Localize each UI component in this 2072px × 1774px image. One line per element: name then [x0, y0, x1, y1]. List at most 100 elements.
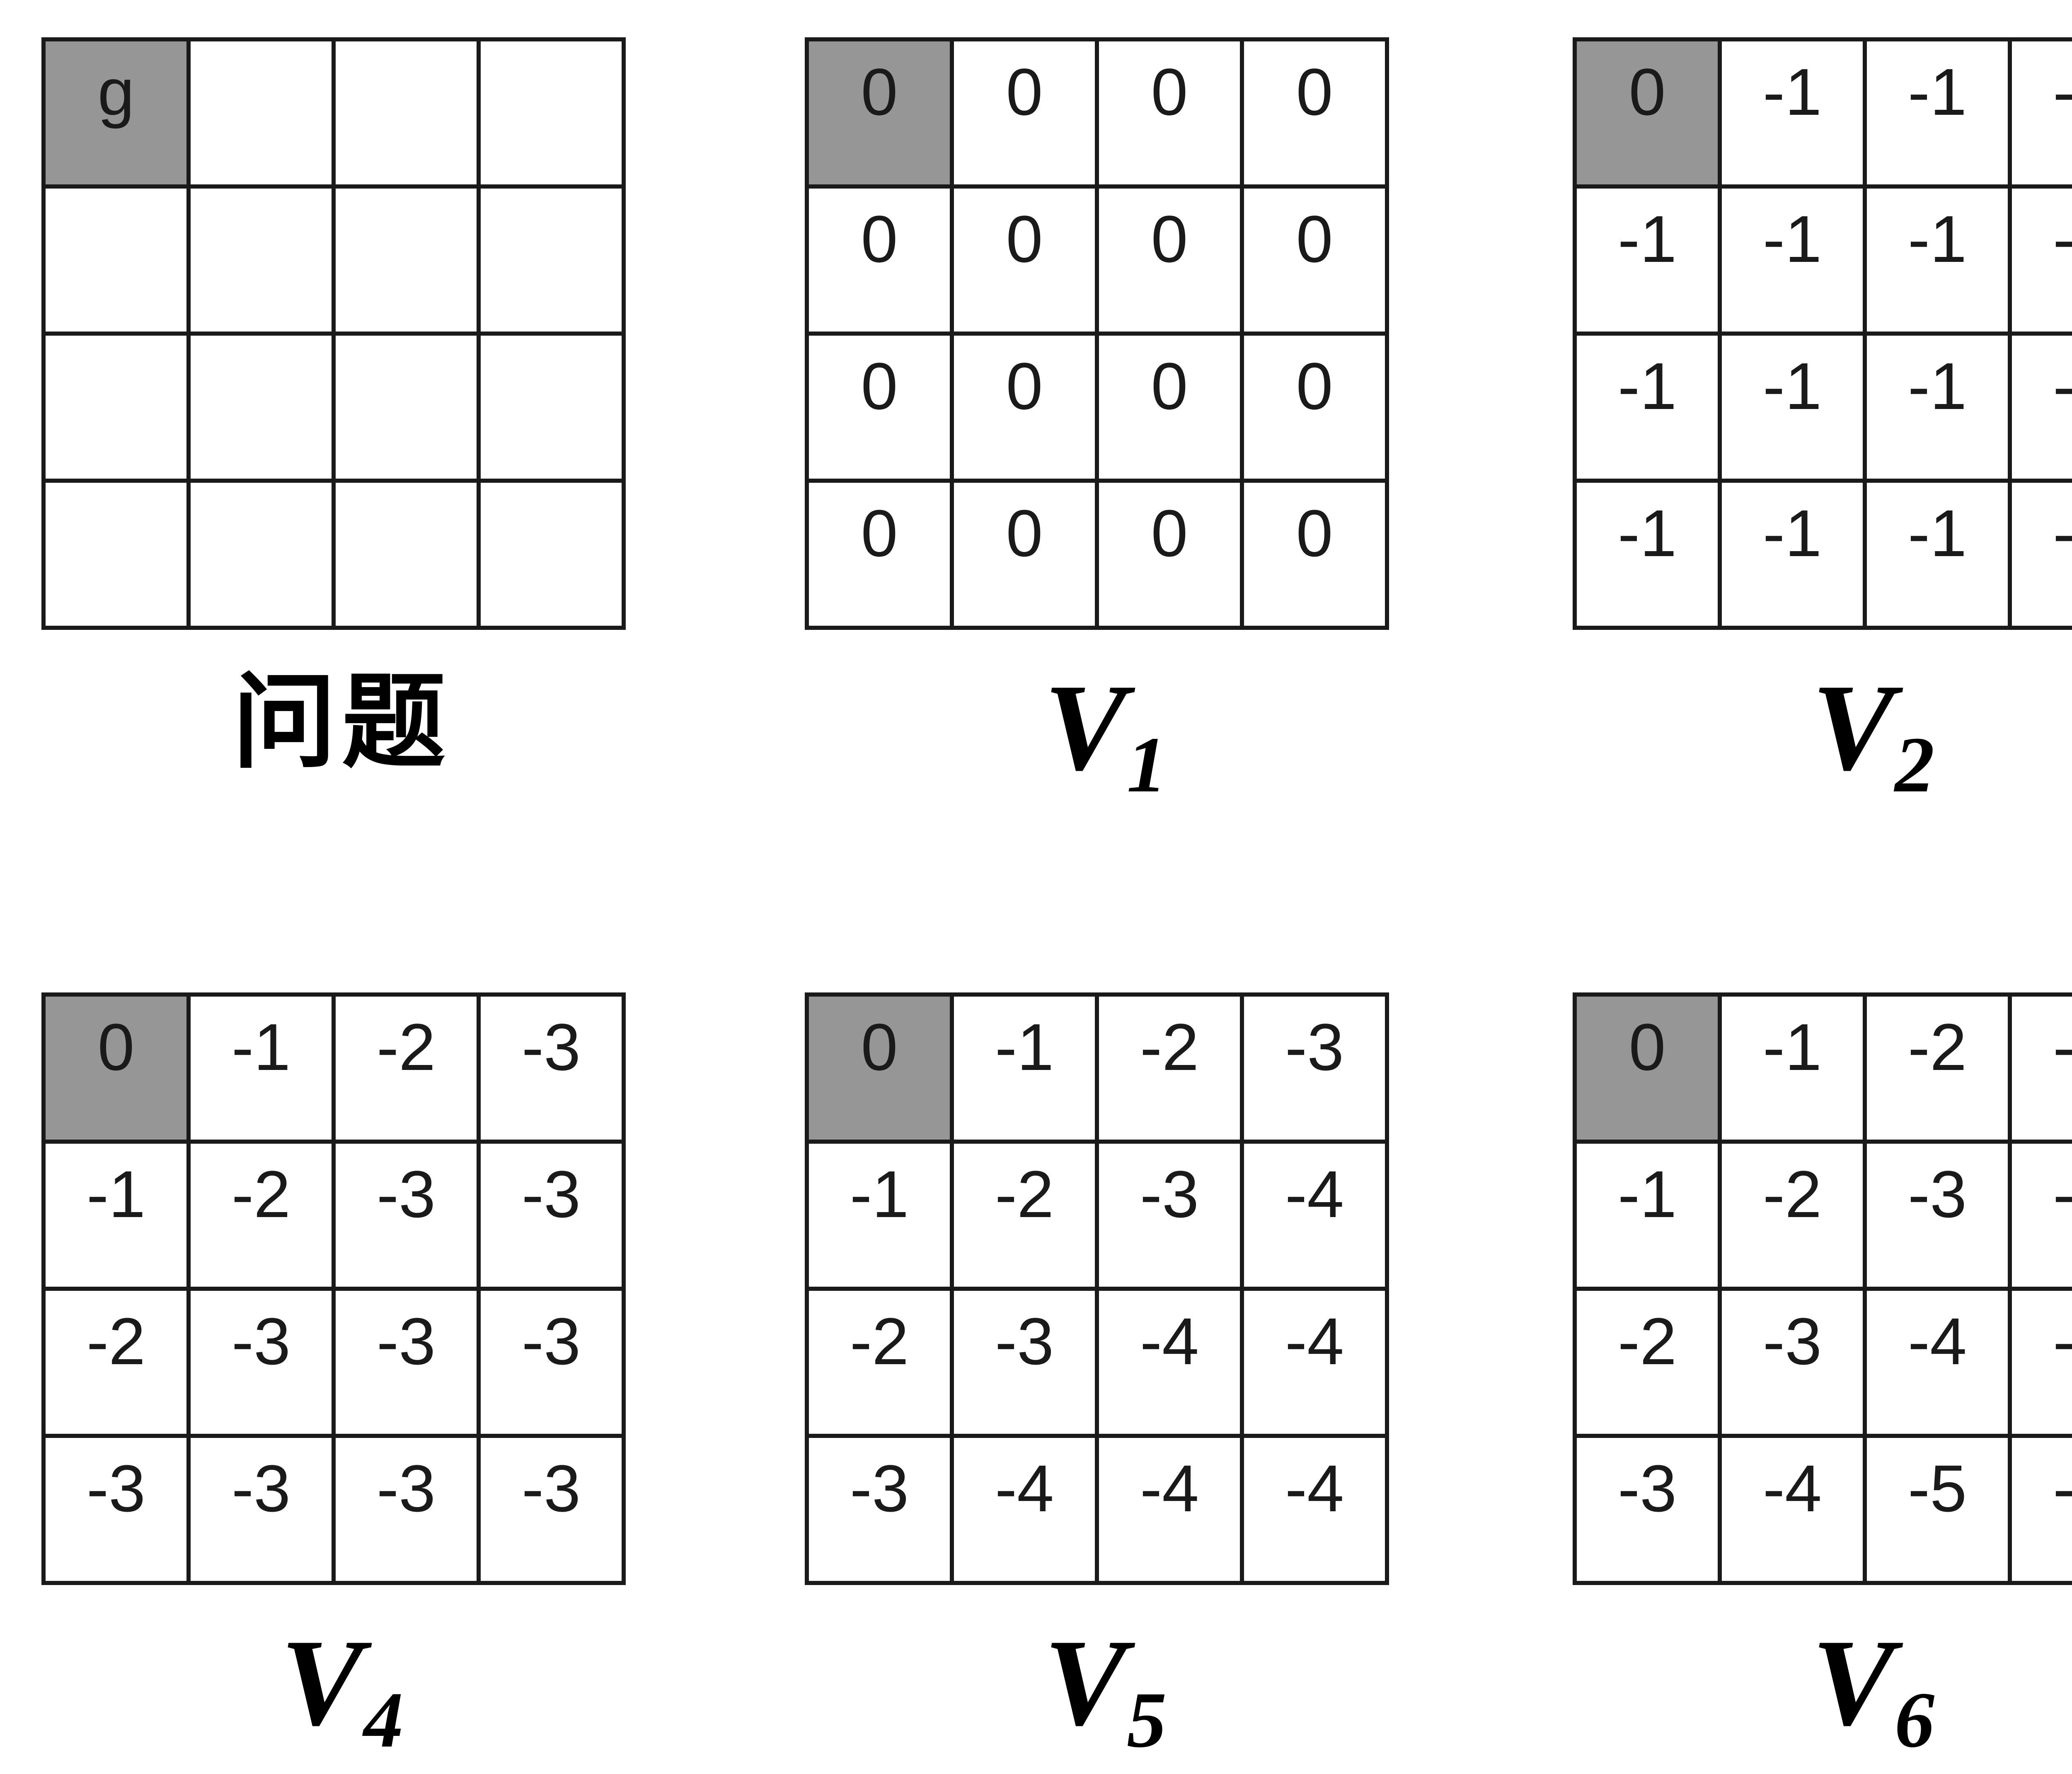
- grid-cell: -2: [186, 1140, 336, 1291]
- goal-cell: 0: [41, 992, 191, 1144]
- panel-v4: 0-1-2-3-1-2-3-3-2-3-3-3-3-3-3-3 V4: [41, 992, 642, 1759]
- grid-cell: -1: [1718, 479, 1867, 630]
- grid-label-v2: V2: [1573, 659, 2072, 804]
- v-label-subscript: 5: [1127, 1675, 1167, 1764]
- grid-row: -1-1-1-1: [1573, 184, 2072, 336]
- grid-cell: [332, 37, 481, 189]
- grid-label-v4: V4: [41, 1614, 642, 1759]
- grid-cell: [186, 332, 336, 483]
- grid-row: -1-2-3-4: [805, 1140, 1389, 1291]
- grid-row: -1-2-3-3: [41, 1140, 626, 1291]
- grid-cell: -3: [477, 992, 626, 1144]
- grid-cell: -3: [1718, 1287, 1867, 1438]
- grid-cell: -1: [2008, 479, 2072, 630]
- grid-label-v6: V6: [1573, 1614, 2072, 1759]
- grid-cell: -3: [186, 1434, 336, 1585]
- grid-cell: 0: [1095, 184, 1244, 336]
- grid-cell: -1: [1718, 992, 1867, 1144]
- grid-cell: -1: [1863, 37, 2012, 189]
- panel-v6: 0-1-2-3-1-2-3-4-2-3-4-5-3-4-5-5 V6: [1573, 992, 2072, 1759]
- grid-cell: -1: [1573, 332, 1722, 483]
- v-label-subscript: 6: [1895, 1675, 1935, 1764]
- grid-cell: -4: [1095, 1287, 1244, 1438]
- grid-cell: -5: [1863, 1434, 2012, 1585]
- grid-cell: -3: [1240, 992, 1389, 1144]
- grid-cell: 0: [1240, 37, 1389, 189]
- grid-label-v1: V1: [805, 658, 1406, 804]
- grid-cell: -4: [1863, 1287, 2012, 1438]
- grid-cell: [41, 184, 191, 336]
- grid-row: -2-3-4-4: [805, 1287, 1389, 1438]
- v-label-subscript: 2: [1895, 720, 1935, 809]
- grid-cell: [477, 479, 626, 630]
- grid-cell: -1: [950, 992, 1099, 1144]
- grid-cell: -1: [1863, 184, 2012, 336]
- grid-cell: -2: [1095, 992, 1244, 1144]
- v-label-base: V: [1043, 658, 1127, 796]
- grid-cell: -3: [186, 1287, 336, 1438]
- grid-row: -1-1-1-1: [1573, 332, 2072, 483]
- grid-cell: 0: [1095, 479, 1244, 630]
- grid-cell: -3: [332, 1140, 481, 1291]
- grid-cell: -2: [805, 1287, 954, 1438]
- grid-row: -3-4-5-5: [1573, 1434, 2072, 1585]
- goal-cell: g: [41, 37, 191, 189]
- grid-label-v5: V5: [805, 1614, 1406, 1759]
- grid-cell: -1: [805, 1140, 954, 1291]
- panel-problem: g 问题: [41, 37, 642, 773]
- grid-row: -2-3-3-3: [41, 1287, 626, 1438]
- v-label-base: V: [1043, 1614, 1127, 1751]
- grid-cell: -4: [1240, 1287, 1389, 1438]
- grid-cell: -1: [1573, 1140, 1722, 1291]
- grid-cell: [41, 479, 191, 630]
- grid-cell: -4: [950, 1434, 1099, 1585]
- grid-cell: [332, 332, 481, 483]
- grid-cell: 0: [805, 184, 954, 336]
- grid-v4: 0-1-2-3-1-2-3-3-2-3-3-3-3-3-3-3: [41, 992, 626, 1585]
- grid-cell: -4: [1718, 1434, 1867, 1585]
- grid-cell: -3: [2008, 992, 2072, 1144]
- grid-cell: -1: [1573, 479, 1722, 630]
- grid-cell: -3: [805, 1434, 954, 1585]
- grid-row: [41, 184, 626, 336]
- grid-row: -1-1-1-1: [1573, 479, 2072, 630]
- grid-cell: [332, 184, 481, 336]
- grid-cell: -1: [2008, 184, 2072, 336]
- grid-cell: -1: [1718, 184, 1867, 336]
- grid-cell: -2: [332, 992, 481, 1144]
- grid-row: 0-1-2-3: [41, 992, 626, 1144]
- grid-row: 0-1-2-3: [1573, 992, 2072, 1144]
- v-label-subscript: 4: [363, 1675, 404, 1764]
- grid-cell: [477, 184, 626, 336]
- grid-cell: -3: [477, 1140, 626, 1291]
- grid-cell: -5: [2008, 1434, 2072, 1585]
- grid-cell: [477, 37, 626, 189]
- grid-cell: [332, 479, 481, 630]
- grid-cell: -3: [950, 1287, 1099, 1438]
- grid-cell: -3: [332, 1287, 481, 1438]
- grid-cell: 0: [1240, 184, 1389, 336]
- v-label-subscript: 1: [1127, 720, 1167, 809]
- grid-cell: -1: [2008, 37, 2072, 189]
- grid-cell: -3: [332, 1434, 481, 1585]
- grid-cell: -1: [1718, 37, 1867, 189]
- grid-row: -1-2-3-4: [1573, 1140, 2072, 1291]
- grid-cell: [186, 184, 336, 336]
- grid-row: [41, 332, 626, 483]
- grid-cell: -1: [1863, 479, 2012, 630]
- v-label-base: V: [1811, 1614, 1895, 1751]
- grid-cell: -2: [950, 1140, 1099, 1291]
- grid-row: -3-3-3-3: [41, 1434, 626, 1585]
- grid-cell: -3: [477, 1287, 626, 1438]
- panel-v5: 0-1-2-3-1-2-3-4-2-3-4-4-3-4-4-4 V5: [805, 992, 1406, 1759]
- grid-cell: 0: [950, 37, 1099, 189]
- grid-cell: -1: [1573, 184, 1722, 336]
- grid-cell: -5: [2008, 1287, 2072, 1438]
- grid-cell: -1: [41, 1140, 191, 1291]
- grid-cell: -4: [1240, 1140, 1389, 1291]
- grid-cell: 0: [805, 479, 954, 630]
